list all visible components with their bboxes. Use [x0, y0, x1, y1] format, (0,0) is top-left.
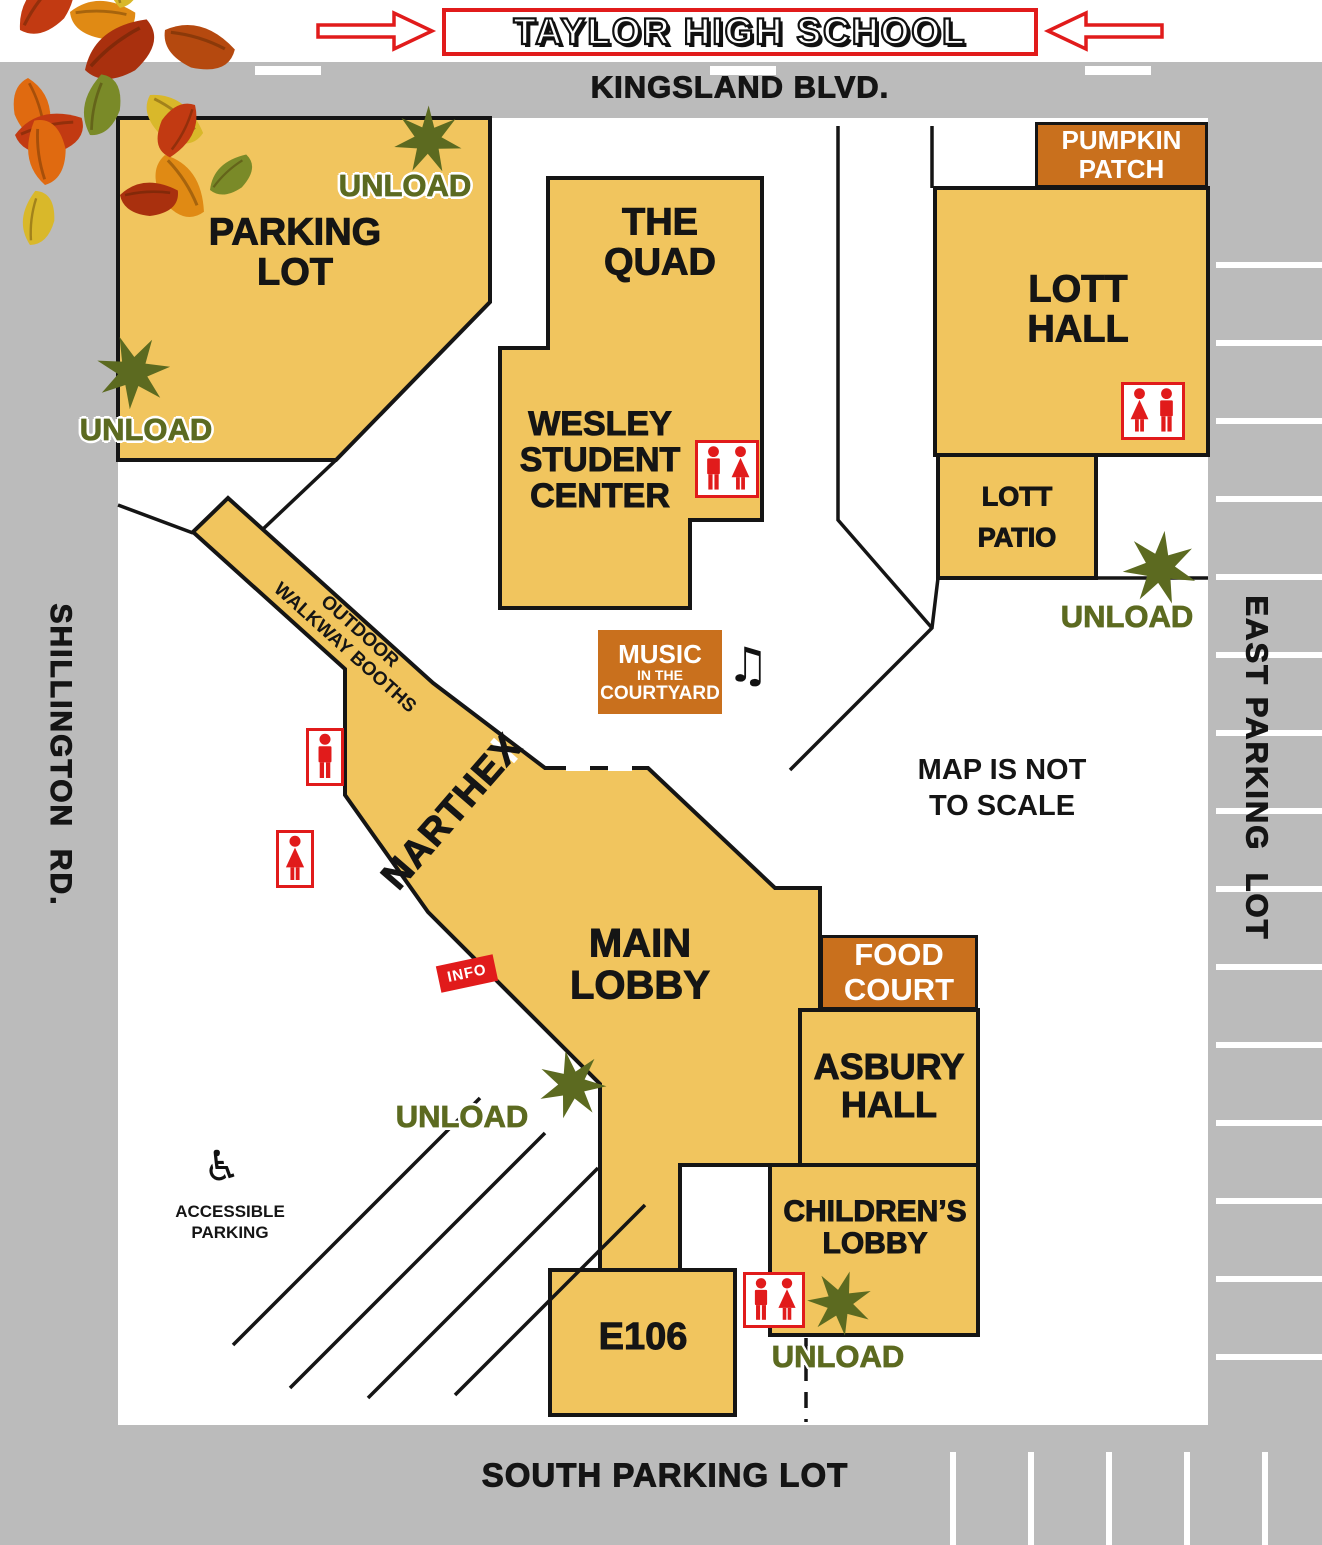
unload-label: UNLOAD: [338, 168, 472, 204]
road-dash: [710, 66, 776, 75]
e106-shape: [548, 1268, 737, 1417]
walkway-line: [366, 1166, 600, 1400]
road-dash: [1085, 66, 1151, 75]
banner-arrow-left-icon: [316, 10, 437, 52]
unload-label: UNLOAD: [79, 412, 213, 448]
restroom-men-women-icon: [743, 1272, 805, 1328]
pumpkin-patch-box: PUMPKIN PATCH: [1035, 122, 1208, 188]
street-label-kingsland: KINGSLAND BLVD.: [590, 69, 890, 105]
restroom-men-icon: [306, 728, 344, 786]
walkway-line: [288, 1131, 547, 1390]
quad-wesley-shape: [498, 176, 764, 610]
walkway-line: [836, 126, 934, 630]
east-parking-stripes: [1216, 262, 1322, 1402]
food-court-box: FOOD COURT: [820, 935, 978, 1010]
restroom-men-women-icon: [1121, 382, 1185, 440]
lott-patio-shape: [936, 453, 1098, 580]
unload-label: UNLOAD: [1060, 599, 1194, 635]
street-label-shillington: SHILLINGTON RD.: [43, 603, 77, 907]
walkway-line: [117, 503, 194, 535]
e106-label: E106: [598, 1315, 688, 1358]
banner-arrow-right-icon: [1043, 10, 1164, 52]
music-in-the-courtyard-box: MUSIC IN THE COURTYARD: [598, 630, 722, 714]
title-banner: TAYLOR HIGH SCHOOL: [442, 8, 1038, 56]
door-gap: [490, 737, 518, 764]
restroom-women-icon: [276, 830, 314, 888]
street-label-south-parking: SOUTH PARKING LOT: [481, 1456, 849, 1494]
south-parking-stripes: [950, 1452, 1322, 1545]
road-dash: [255, 66, 321, 75]
walkway-line: [231, 1096, 482, 1347]
wheelchair-icon: ♿: [203, 1141, 241, 1191]
unload-label: UNLOAD: [395, 1099, 529, 1135]
page-title: TAYLOR HIGH SCHOOL: [512, 10, 967, 53]
street-label-east-parking: EAST PARKING LOT: [1239, 595, 1275, 941]
walkway-line: [453, 1203, 647, 1397]
walkway-line: [788, 577, 940, 772]
walkway-line: [260, 458, 338, 532]
restroom-men-women-icon: [695, 440, 759, 498]
music-note-icon: ♫: [726, 637, 770, 694]
asbury-hall-shape: [798, 1008, 980, 1167]
unload-label: UNLOAD: [771, 1339, 905, 1375]
